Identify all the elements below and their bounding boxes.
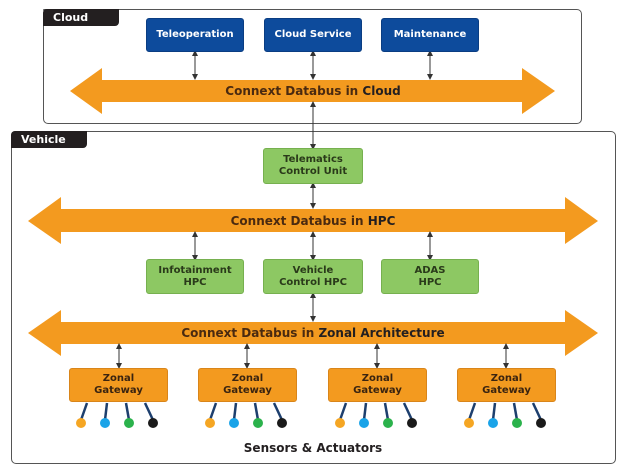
infotainment-hpc-box: Infotainment HPC — [146, 259, 244, 294]
sensors-actuators-label: Sensors & Actuators — [243, 441, 383, 455]
sensor-wire — [232, 402, 238, 421]
sensor-blue-dot — [359, 418, 369, 428]
sensor-wire — [79, 402, 89, 421]
sensor-green-dot — [124, 418, 134, 428]
sensor-orange-dot — [335, 418, 345, 428]
sensor-black-dot — [148, 418, 158, 428]
maintenance-box: Maintenance — [381, 18, 479, 52]
zonal-gateway-box: Zonal Gateway — [328, 368, 427, 402]
hpc-databus-label: Connext Databus in HPC — [231, 214, 396, 228]
sensor-orange-dot — [76, 418, 86, 428]
zonal-databus-label: Connext Databus in Zonal Architecture — [181, 326, 444, 340]
bus-label-emphasis: HPC — [367, 214, 396, 228]
sensor-wire — [103, 402, 109, 421]
sensor-wire — [362, 402, 368, 421]
sensor-wire — [491, 402, 497, 421]
sensor-wire — [383, 402, 390, 421]
sensor-green-dot — [512, 418, 522, 428]
sensor-blue-dot — [488, 418, 498, 428]
sensor-black-dot — [536, 418, 546, 428]
cloud-databus-arrow — [70, 68, 555, 114]
sensor-wire — [402, 402, 414, 421]
cloud-databus-label: Connext Databus in Cloud — [225, 84, 400, 98]
sensor-green-dot — [383, 418, 393, 428]
zonal-gateway-box: Zonal Gateway — [457, 368, 556, 402]
vehicle-tag: Vehicle — [11, 131, 87, 148]
sensor-wire — [208, 402, 218, 421]
vehicle-control-hpc-box: Vehicle Control HPC — [263, 259, 363, 294]
bus-label-prefix: Connext Databus in — [181, 326, 319, 340]
zonal-gateway-box: Zonal Gateway — [69, 368, 168, 402]
sensor-black-dot — [277, 418, 287, 428]
zonal-databus-arrow — [28, 310, 598, 356]
bus-label-prefix: Connext Databus in — [230, 214, 368, 228]
sensor-wire — [512, 402, 519, 421]
bus-label-emphasis: Zonal Architecture — [318, 326, 445, 340]
sensor-wire — [338, 402, 348, 421]
sensor-wire — [467, 402, 477, 421]
cloud-tag: Cloud — [43, 9, 119, 26]
sensor-wire — [253, 402, 260, 421]
sensor-orange-dot — [205, 418, 215, 428]
sensor-wire — [143, 402, 155, 421]
adas-hpc-box: ADAS HPC — [381, 259, 479, 294]
sensor-wire — [124, 402, 131, 421]
bus-label-prefix: Connext Databus in — [225, 84, 363, 98]
cloud-service-box: Cloud Service — [264, 18, 362, 52]
sensor-wire — [272, 402, 284, 421]
sensor-green-dot — [253, 418, 263, 428]
teleoperation-box: Teleoperation — [146, 18, 244, 52]
hpc-databus-arrow — [28, 197, 598, 244]
sensor-blue-dot — [229, 418, 239, 428]
sensor-blue-dot — [100, 418, 110, 428]
sensor-black-dot — [407, 418, 417, 428]
telematics-control-unit-box: Telematics Control Unit — [263, 148, 363, 184]
sensor-wire — [531, 402, 543, 421]
zonal-gateway-box: Zonal Gateway — [198, 368, 297, 402]
bus-label-emphasis: Cloud — [362, 84, 401, 98]
sensor-orange-dot — [464, 418, 474, 428]
